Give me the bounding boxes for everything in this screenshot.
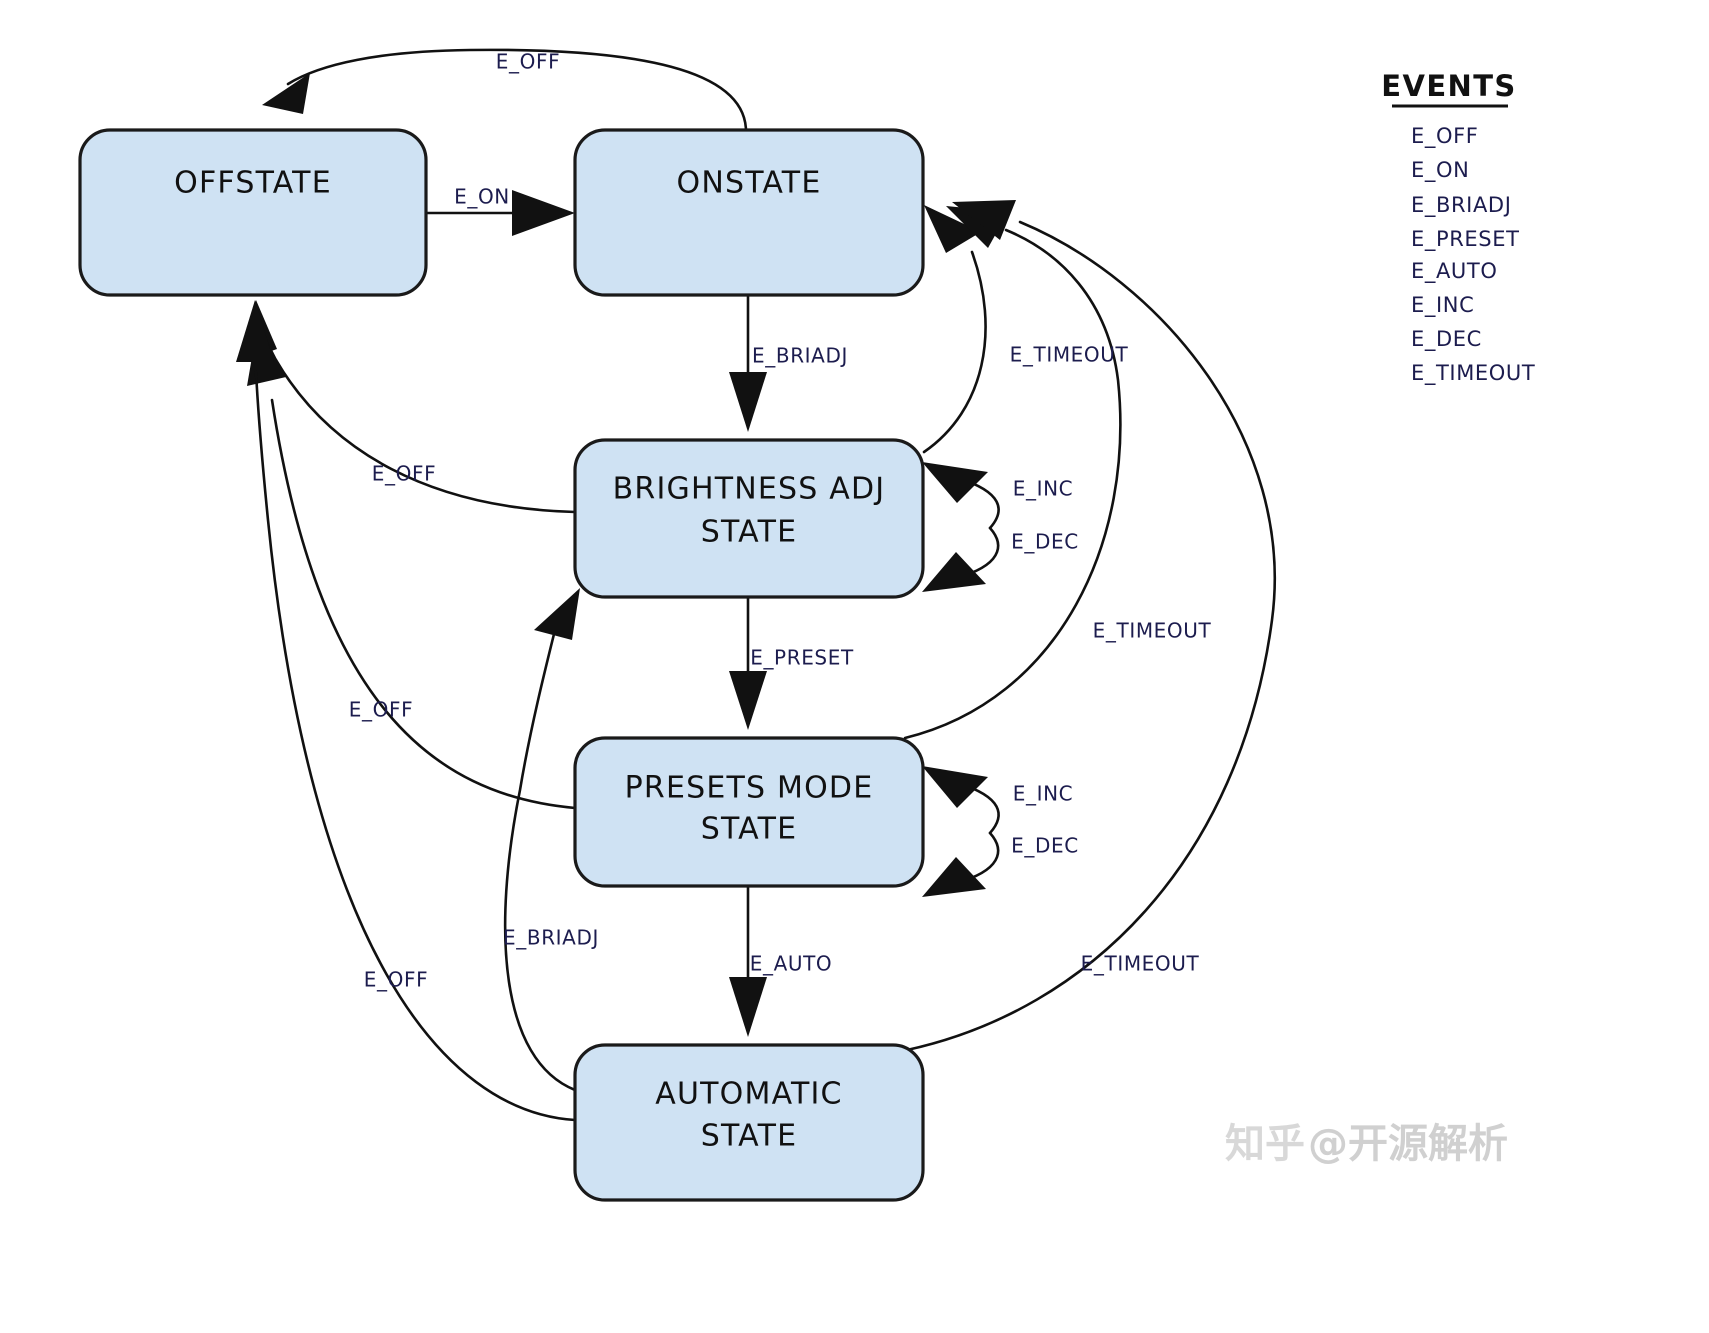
- edge-label-e-on: E_ON: [454, 185, 510, 209]
- arrowhead: [922, 462, 988, 503]
- arrowhead: [729, 372, 767, 432]
- arrowhead: [729, 671, 767, 730]
- edge-label-e-preset: E_PRESET: [750, 646, 854, 670]
- arrowhead: [922, 766, 988, 808]
- state-label-automatic-line2: STATE: [701, 1119, 798, 1154]
- legend-item-e-preset: E_PRESET: [1411, 227, 1520, 252]
- edge-label-e-briadj-onstate: E_BRIADJ: [752, 344, 848, 368]
- transition-presets-to-automatic: [729, 884, 767, 1037]
- state-box-rect: [573, 438, 925, 599]
- transition-automatic-to-offstate: [236, 300, 577, 1122]
- legend-item-e-briadj: E_BRIADJ: [1411, 193, 1512, 218]
- watermark-logo: 知乎: [1225, 1121, 1305, 1167]
- edge-path: [286, 48, 748, 132]
- legend-item-e-on: E_ON: [1411, 158, 1469, 183]
- transition-briadj-to-presets: [729, 595, 767, 730]
- arrowhead: [952, 200, 1016, 240]
- state-label-offstate: OFFSTATE: [174, 166, 332, 201]
- state-node-brightness-adj[interactable]: BRIGHTNESS ADJ STATE: [573, 438, 925, 599]
- edge-label-e-off-presets: E_OFF: [349, 698, 413, 722]
- state-node-automatic[interactable]: AUTOMATIC STATE: [573, 1043, 925, 1202]
- edge-path: [503, 624, 577, 1092]
- edge-label-e-inc-briadj: E_INC: [1013, 477, 1073, 501]
- legend-title: EVENTS: [1381, 69, 1516, 103]
- state-node-offstate[interactable]: OFFSTATE: [78, 128, 428, 297]
- transition-briadj-to-onstate: [922, 205, 987, 454]
- edge-label-e-off-briadj: E_OFF: [372, 462, 436, 486]
- transition-briadj-self-inc: [922, 462, 1000, 530]
- legend-item-e-inc: E_INC: [1411, 293, 1474, 318]
- edge-label-e-auto: E_AUTO: [750, 952, 833, 976]
- state-label-onstate: ONSTATE: [677, 166, 822, 201]
- state-box-rect: [573, 1043, 925, 1202]
- edge-label-e-dec-presets: E_DEC: [1011, 834, 1079, 858]
- arrowhead: [924, 205, 981, 253]
- arrowhead: [236, 300, 274, 362]
- events-legend: EVENTS E_OFF E_ON E_BRIADJ E_PRESET E_AU…: [1381, 69, 1535, 386]
- watermark: 知乎 @开源解析: [1225, 1121, 1508, 1167]
- state-box-rect: [78, 128, 428, 297]
- transition-presets-to-offstate: [247, 322, 577, 810]
- legend-item-e-dec: E_DEC: [1411, 327, 1482, 352]
- edge-label-e-off-automatic: E_OFF: [364, 968, 428, 992]
- transition-onstate-to-offstate: [262, 48, 748, 132]
- state-label-presets-mode-line2: STATE: [701, 812, 798, 847]
- state-label-presets-mode-line1: PRESETS MODE: [625, 771, 874, 806]
- arrowhead: [922, 857, 986, 897]
- transition-offstate-to-onstate: [424, 190, 575, 236]
- edge-label-e-dec-briadj: E_DEC: [1011, 530, 1079, 554]
- edge-label-e-timeout-presets: E_TIMEOUT: [1093, 619, 1212, 643]
- edge-path: [254, 370, 577, 1122]
- transition-automatic-to-onstate: [905, 200, 1277, 1052]
- state-label-brightness-adj-line1: BRIGHTNESS ADJ: [613, 472, 886, 507]
- arrowhead: [262, 73, 310, 114]
- arrowhead: [729, 977, 767, 1037]
- edge-label-e-timeout-automatic: E_TIMEOUT: [1081, 952, 1200, 976]
- transition-presets-self-inc: [922, 766, 1000, 835]
- transition-onstate-to-briadj: [729, 293, 767, 432]
- watermark-handle: @开源解析: [1308, 1121, 1508, 1167]
- arrowhead: [922, 552, 986, 592]
- edge-path: [922, 250, 987, 454]
- transition-automatic-to-briadj: [503, 588, 580, 1092]
- arrowhead: [512, 190, 575, 236]
- state-box-rect: [573, 128, 925, 297]
- legend-item-e-auto: E_AUTO: [1411, 259, 1497, 284]
- edge-path: [903, 228, 1122, 740]
- transition-briadj-self-dec: [922, 526, 1000, 592]
- state-box-rect: [573, 736, 925, 888]
- edge-label-e-timeout-briadj: E_TIMEOUT: [1010, 343, 1129, 367]
- edge-path: [274, 358, 577, 514]
- edge-label-e-briadj-automatic: E_BRIADJ: [503, 926, 599, 950]
- edge-path: [905, 220, 1277, 1052]
- legend-item-e-off: E_OFF: [1411, 124, 1478, 149]
- edge-label-e-off-top: E_OFF: [496, 50, 560, 74]
- transition-presets-self-dec: [922, 831, 1000, 897]
- state-label-automatic-line1: AUTOMATIC: [655, 1077, 842, 1112]
- edge-path: [270, 398, 577, 810]
- edge-label-e-inc-presets: E_INC: [1013, 782, 1073, 806]
- state-node-onstate[interactable]: ONSTATE: [573, 128, 925, 297]
- legend-item-e-timeout: E_TIMEOUT: [1411, 361, 1535, 386]
- state-node-presets-mode[interactable]: PRESETS MODE STATE: [573, 736, 925, 888]
- state-label-brightness-adj-line2: STATE: [701, 515, 798, 550]
- arrowhead: [534, 588, 580, 640]
